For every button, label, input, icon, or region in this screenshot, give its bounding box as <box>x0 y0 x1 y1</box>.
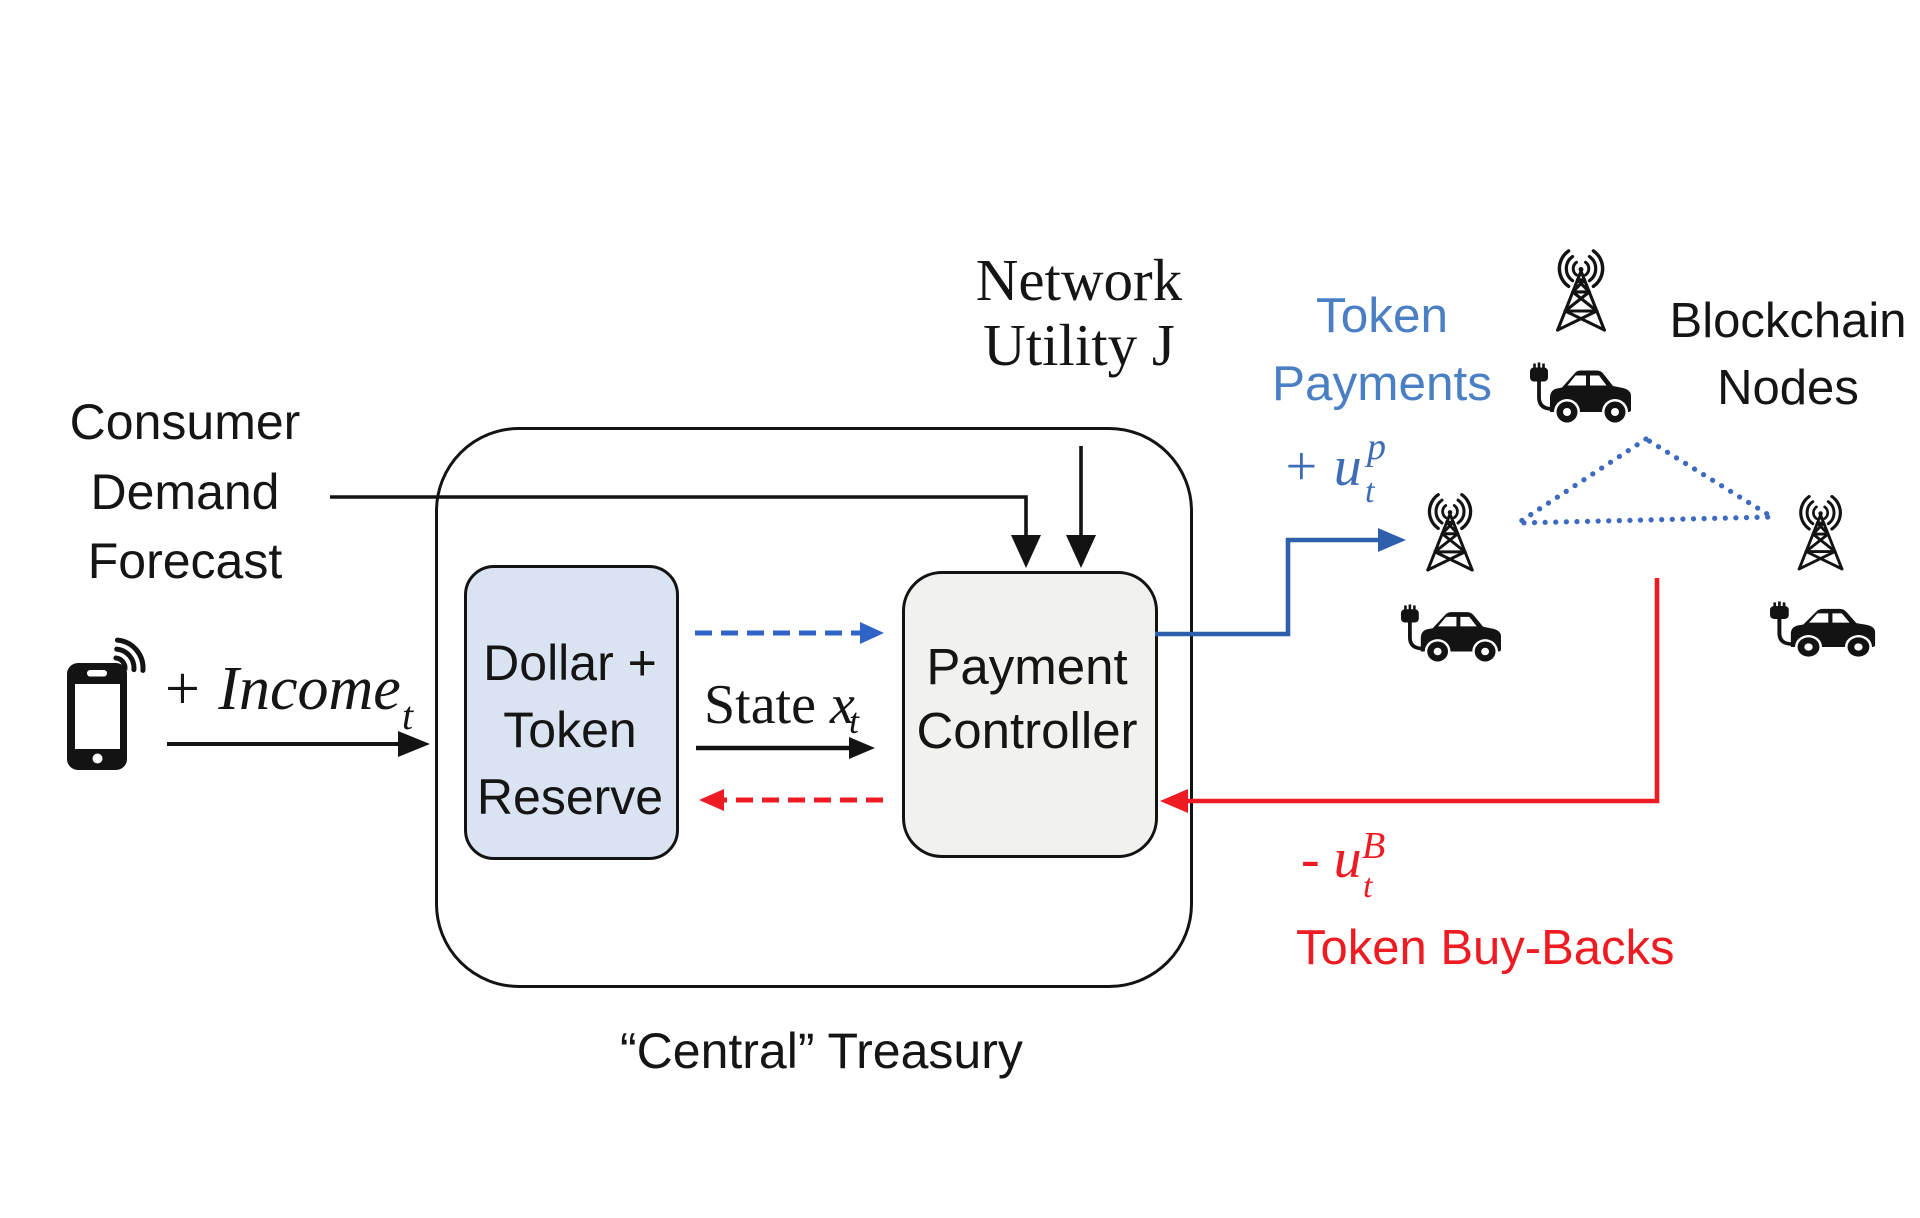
dollar-token-reserve-box <box>464 565 679 860</box>
token-buybacks-arrow <box>1160 578 1660 813</box>
text-math-token-payment-control-sub: t <box>1365 473 1375 510</box>
text-labels-reserve-box-lines-0: Dollar + <box>483 635 657 691</box>
text-math-token-buyback-control-base: - u <box>1301 828 1362 890</box>
ev-car-icon-left <box>1399 602 1503 666</box>
smartphone-icon <box>67 637 146 770</box>
text-labels-controller-box-lines-0: Payment <box>926 638 1128 695</box>
text-labels-consumer-demand-forecast-lines-2: Forecast <box>87 533 283 589</box>
blockchain-triangle <box>1508 435 1781 526</box>
reserve-to-controller-dashed-arrow <box>695 622 884 644</box>
text-labels-consumer-demand-forecast-lines-1: Demand <box>90 463 280 520</box>
text-labels-reserve-box-lines-2: Reserve <box>476 769 664 825</box>
token-payments-arrow <box>1155 528 1406 637</box>
network-utility-arrow <box>1066 446 1096 568</box>
text-labels-consumer-demand-forecast-lines-0: Consumer <box>69 394 301 450</box>
text-math-token-buyback-control-sub: t <box>1363 868 1373 905</box>
consumer-demand-arrow <box>330 495 1041 568</box>
controller-to-reserve-dashed-arrow <box>699 789 883 811</box>
text-labels-token-payments-lines-0: Token <box>1315 288 1449 343</box>
text-labels-network-utility-lines-0: Network <box>975 247 1183 313</box>
text-math-state-sub: t <box>849 701 860 741</box>
text-labels-network-utility-lines-1: Utility J <box>983 311 1175 378</box>
text-labels-token-payments-lines-1: Payments <box>1271 356 1493 411</box>
cell-tower-icon-top <box>1555 249 1607 332</box>
text-math-state-word: State <box>704 674 830 736</box>
text-math-income-base: + Income <box>161 655 401 723</box>
text-math-token-buyback-control-sup: B <box>1362 825 1386 867</box>
cell-tower-icon-right <box>1797 494 1844 571</box>
central-treasury-box <box>435 427 1193 988</box>
token-buybacks-label: Token Buy-Backs <box>1296 921 1675 975</box>
text-labels-controller-box-lines-1: Controller <box>916 701 1138 759</box>
text-labels-blockchain-nodes-lines-0: Blockchain <box>1669 294 1907 348</box>
text-math-state-var: x <box>829 674 855 736</box>
payment-controller-box <box>902 571 1158 858</box>
ev-car-icon-right <box>1768 599 1878 661</box>
ev-car-icon-top <box>1528 360 1633 427</box>
income-arrow <box>167 731 430 757</box>
text-labels-blockchain-nodes-lines-1: Nodes <box>1717 361 1859 415</box>
text-math-income-sub: t <box>402 693 414 738</box>
central-treasury-label: “Central” Treasury <box>620 1023 1023 1079</box>
cell-tower-icon-left <box>1426 493 1474 572</box>
text-math-token-payment-control-sup: p <box>1367 426 1386 468</box>
state-arrow <box>696 737 875 759</box>
text-labels-reserve-box-lines-1: Token <box>503 702 637 758</box>
text-math-token-payment-control-base: + u <box>1282 436 1362 498</box>
